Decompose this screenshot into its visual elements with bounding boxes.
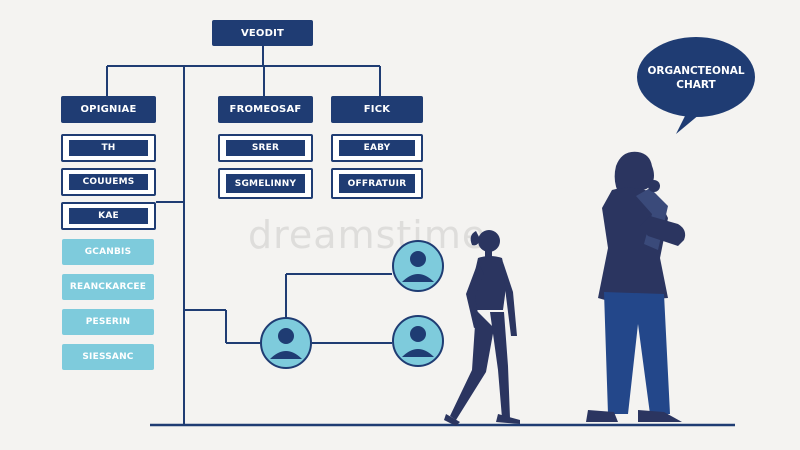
right-item-box: OFFRATUIR bbox=[331, 168, 423, 199]
mid-item-label: SRER bbox=[226, 140, 305, 156]
light-item-box: SIESSANC bbox=[62, 344, 154, 370]
woman-silhouette-icon bbox=[444, 230, 520, 426]
light-item-box: PESERIN bbox=[62, 309, 154, 335]
mid-item-box: SRER bbox=[218, 134, 313, 162]
mid-item-label: SGMELINNY bbox=[226, 174, 305, 193]
mid-item-box: SGMELINNY bbox=[218, 168, 313, 199]
speech-bubble-icon bbox=[637, 37, 755, 134]
header-box-right: FICK bbox=[331, 96, 423, 123]
right-item-box: EABY bbox=[331, 134, 423, 162]
header-box-left: OPIGNIAE bbox=[61, 96, 156, 123]
speech-bubble-text: ORGANCTEONAL CHART bbox=[637, 64, 755, 92]
light-item-box: GCANBIS bbox=[62, 239, 154, 265]
person-node-icon bbox=[392, 240, 444, 292]
watermark: dreamstime bbox=[248, 213, 487, 257]
man-silhouette-icon bbox=[586, 151, 686, 422]
left-item-label: KAE bbox=[69, 208, 148, 224]
right-item-label: OFFRATUIR bbox=[339, 174, 415, 193]
left-item-label: COUUEMS bbox=[69, 174, 148, 190]
root-box: VEODIT bbox=[212, 20, 313, 46]
person-node-icon bbox=[260, 317, 312, 369]
speech-bubble-line: CHART bbox=[676, 79, 716, 91]
person-node-icon bbox=[392, 315, 444, 367]
left-item-box: COUUEMS bbox=[61, 168, 156, 196]
left-item-box: TH bbox=[61, 134, 156, 162]
speech-bubble-line: ORGANCTEONAL bbox=[647, 65, 745, 77]
light-item-box: REANCKARCEE bbox=[62, 274, 154, 300]
header-box-middle: FROMEOSAF bbox=[218, 96, 313, 123]
left-item-box: KAE bbox=[61, 202, 156, 230]
right-item-label: EABY bbox=[339, 140, 415, 156]
left-item-label: TH bbox=[69, 140, 148, 156]
